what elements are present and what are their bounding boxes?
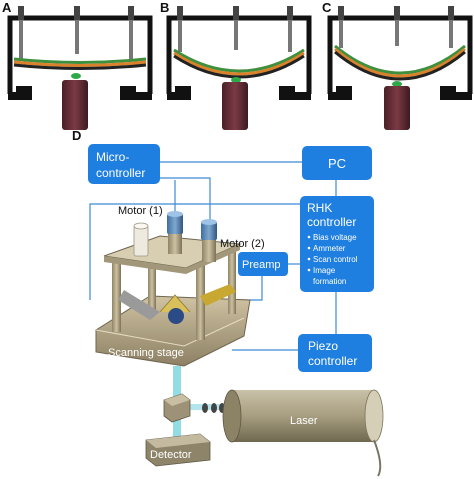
arm-left: [118, 290, 160, 320]
motor-white: [133, 225, 149, 257]
objective-c: [384, 86, 410, 130]
preamp-label: Preamp: [242, 259, 281, 271]
strip-orange-a: [13, 60, 147, 67]
panel-b: B: [160, 0, 312, 130]
rhk-label-1: RHK: [307, 201, 332, 215]
preamp-box: Preamp: [238, 252, 288, 276]
panel-label-d: D: [72, 128, 81, 143]
screws-a: [18, 6, 134, 60]
laser-cable: [373, 439, 382, 477]
strip-dark-a: [13, 63, 147, 70]
panel-label-b: B: [160, 0, 169, 15]
beam-horizontal: [186, 404, 230, 410]
connection-lines: [89, 161, 337, 351]
panel-label-a: A: [2, 0, 12, 15]
rhk-controller-box: RHK controller Bias voltage Ammeter Scan…: [300, 196, 374, 292]
piezo-label-1: Piezo: [308, 339, 338, 353]
motor-1-label: Motor (1): [118, 205, 163, 217]
clamp-right-a: [120, 86, 136, 100]
motor-1-body: [168, 232, 182, 254]
piezo-controller-box: Piezo controller: [298, 334, 372, 372]
motor-1: [167, 214, 183, 234]
post-2: [148, 248, 156, 312]
laser: Laser: [222, 389, 384, 477]
beam-vertical-lower: [173, 416, 181, 438]
foot-right-a: [132, 92, 152, 100]
screws-c: [338, 6, 454, 48]
pc-box: PC: [302, 146, 372, 180]
microcontroller-label-1: Micro-: [96, 150, 129, 164]
objective-b: [222, 82, 248, 130]
lens-2: [211, 403, 217, 413]
objective-a: [62, 80, 88, 130]
instrument: [95, 211, 251, 367]
beam-vertical-upper: [173, 366, 181, 402]
panel-c: C: [322, 0, 473, 130]
detector-label: Detector: [150, 449, 192, 461]
rhk-label-2: controller: [307, 215, 356, 229]
rhk-bullet-scan: Scan control: [313, 255, 358, 264]
sample-ball: [168, 308, 184, 324]
line-rhk-left: [89, 203, 302, 300]
panel-a: A: [2, 0, 153, 130]
microcontroller-label-2: controller: [96, 166, 145, 180]
line-micro-motor2: [155, 177, 211, 226]
rhk-bullet-bias: Bias voltage: [313, 233, 357, 242]
rhk-bullet-image: Image: [313, 266, 336, 275]
panel-label-c: C: [322, 0, 332, 15]
rhk-bullet-list: Bias voltage Ammeter Scan control Image …: [307, 233, 358, 286]
motor-2: [201, 222, 217, 240]
post-4: [228, 252, 236, 314]
post-1: [112, 258, 121, 332]
lens-1: [202, 403, 208, 413]
microcontroller-box: Micro- controller: [88, 144, 160, 184]
rhk-bullet-ammeter: Ammeter: [313, 244, 346, 253]
motor-2-body: [202, 238, 216, 262]
clamp-left-a: [16, 86, 32, 100]
optical-path: [163, 366, 230, 438]
motor-2-label: Motor (2): [220, 238, 265, 250]
laser-body: [232, 390, 374, 442]
pc-label: PC: [328, 156, 346, 171]
piezo-label-2: controller: [308, 354, 357, 368]
arm-right: [200, 284, 236, 306]
rhk-bullet-formation: formation: [313, 277, 346, 286]
tip-a: [71, 73, 81, 79]
scanning-stage-label: Scanning stage: [108, 347, 184, 359]
laser-label: Laser: [290, 415, 318, 427]
post-3: [196, 260, 205, 340]
strip-green-a: [13, 57, 147, 64]
detector: Detector: [145, 433, 211, 467]
screws-b: [177, 6, 293, 52]
